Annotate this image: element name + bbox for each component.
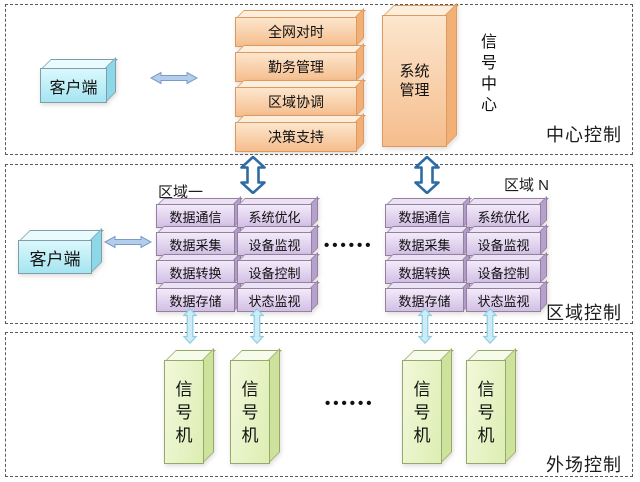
region-module: 数据转换: [385, 252, 472, 284]
section-label-field: 外场控制: [546, 455, 622, 475]
region-module: 状态监视: [466, 280, 549, 312]
central-module-label: 全网对时: [235, 17, 357, 47]
region-module: 系统优化: [466, 196, 549, 228]
region-module-label: 系统优化: [237, 204, 312, 228]
region-module: 数据采集: [385, 224, 472, 256]
central-module: 决策支持: [235, 113, 366, 152]
signal-center-title: 信号中心: [480, 34, 497, 114]
central-module-label: 决策支持: [235, 122, 357, 152]
central-module: 区域协调: [235, 78, 366, 117]
region-module: 设备监视: [466, 224, 549, 256]
region-module-label: 系统优化: [466, 204, 541, 228]
region-module-label: 状态监视: [237, 288, 312, 312]
region-module-label: 设备监视: [466, 232, 541, 256]
section-label-central: 中心控制: [546, 125, 622, 145]
field-ellipsis-dots: ••••••: [325, 395, 375, 412]
signal-machine-box: 信号机: [230, 348, 282, 464]
section-label-regional: 区域控制: [546, 303, 622, 323]
section-field-control: [5, 332, 633, 477]
central-client-link-arrow: [149, 71, 199, 85]
signal-machine-label: 信号机: [466, 360, 506, 464]
region-module: 数据通信: [156, 196, 243, 228]
signal-machine-box: 信号机: [164, 348, 216, 464]
region-module: 数据转换: [156, 252, 243, 284]
signal-machine-label: 信号机: [230, 360, 270, 464]
central-client-label: 客户端: [40, 68, 107, 103]
central-module-label: 勤务管理: [235, 52, 357, 82]
regional-client-box: 客户端: [18, 228, 104, 274]
region-module: 设备控制: [237, 252, 320, 284]
region-module-label: 设备控制: [466, 260, 541, 284]
region-module-label: 数据通信: [156, 204, 235, 228]
region-signal-arrow-3: [417, 307, 433, 345]
system-management-label: 系统管理: [382, 15, 447, 147]
signal-machine-box: 信号机: [402, 348, 454, 464]
regional-client-label: 客户端: [18, 240, 92, 274]
region-n-title: 区域 N: [504, 177, 550, 194]
signal-machine-label: 信号机: [164, 360, 204, 464]
center-region-arrow-1: [240, 155, 266, 195]
region-module-label: 数据存储: [156, 288, 235, 312]
region-module: 系统优化: [237, 196, 320, 228]
region-module-label: 数据采集: [156, 232, 235, 256]
region-ellipsis-dots: ••••••: [324, 237, 374, 254]
region-module: 状态监视: [237, 280, 320, 312]
region-signal-arrow-1: [182, 307, 198, 345]
region-module: 数据通信: [385, 196, 472, 228]
signal-machine-label: 信号机: [402, 360, 442, 464]
central-client-box: 客户端: [40, 57, 118, 103]
region-module: 数据存储: [385, 280, 472, 312]
region-module: 数据采集: [156, 224, 243, 256]
region-module-label: 数据转换: [385, 260, 464, 284]
region-module-label: 数据转换: [156, 260, 235, 284]
region-module-label: 状态监视: [466, 288, 541, 312]
region-module-label: 数据通信: [385, 204, 464, 228]
center-region-arrow-2: [414, 155, 440, 195]
central-module: 勤务管理: [235, 43, 366, 82]
central-module: 全网对时: [235, 8, 366, 47]
region-module: 数据存储: [156, 280, 243, 312]
region-module: 设备控制: [466, 252, 549, 284]
central-module-label: 区域协调: [235, 87, 357, 117]
region-signal-arrow-2: [249, 307, 265, 345]
region-module-label: 设备监视: [237, 232, 312, 256]
region-1-title: 区域一: [158, 184, 204, 201]
region-module-label: 设备控制: [237, 260, 312, 284]
region-module-label: 数据采集: [385, 232, 464, 256]
system-management-box: 系统管理: [382, 3, 459, 147]
signal-machine-box: 信号机: [466, 348, 518, 464]
regional-client-link-arrow: [103, 235, 153, 249]
region-signal-arrow-4: [482, 307, 498, 345]
region-module: 设备监视: [237, 224, 320, 256]
